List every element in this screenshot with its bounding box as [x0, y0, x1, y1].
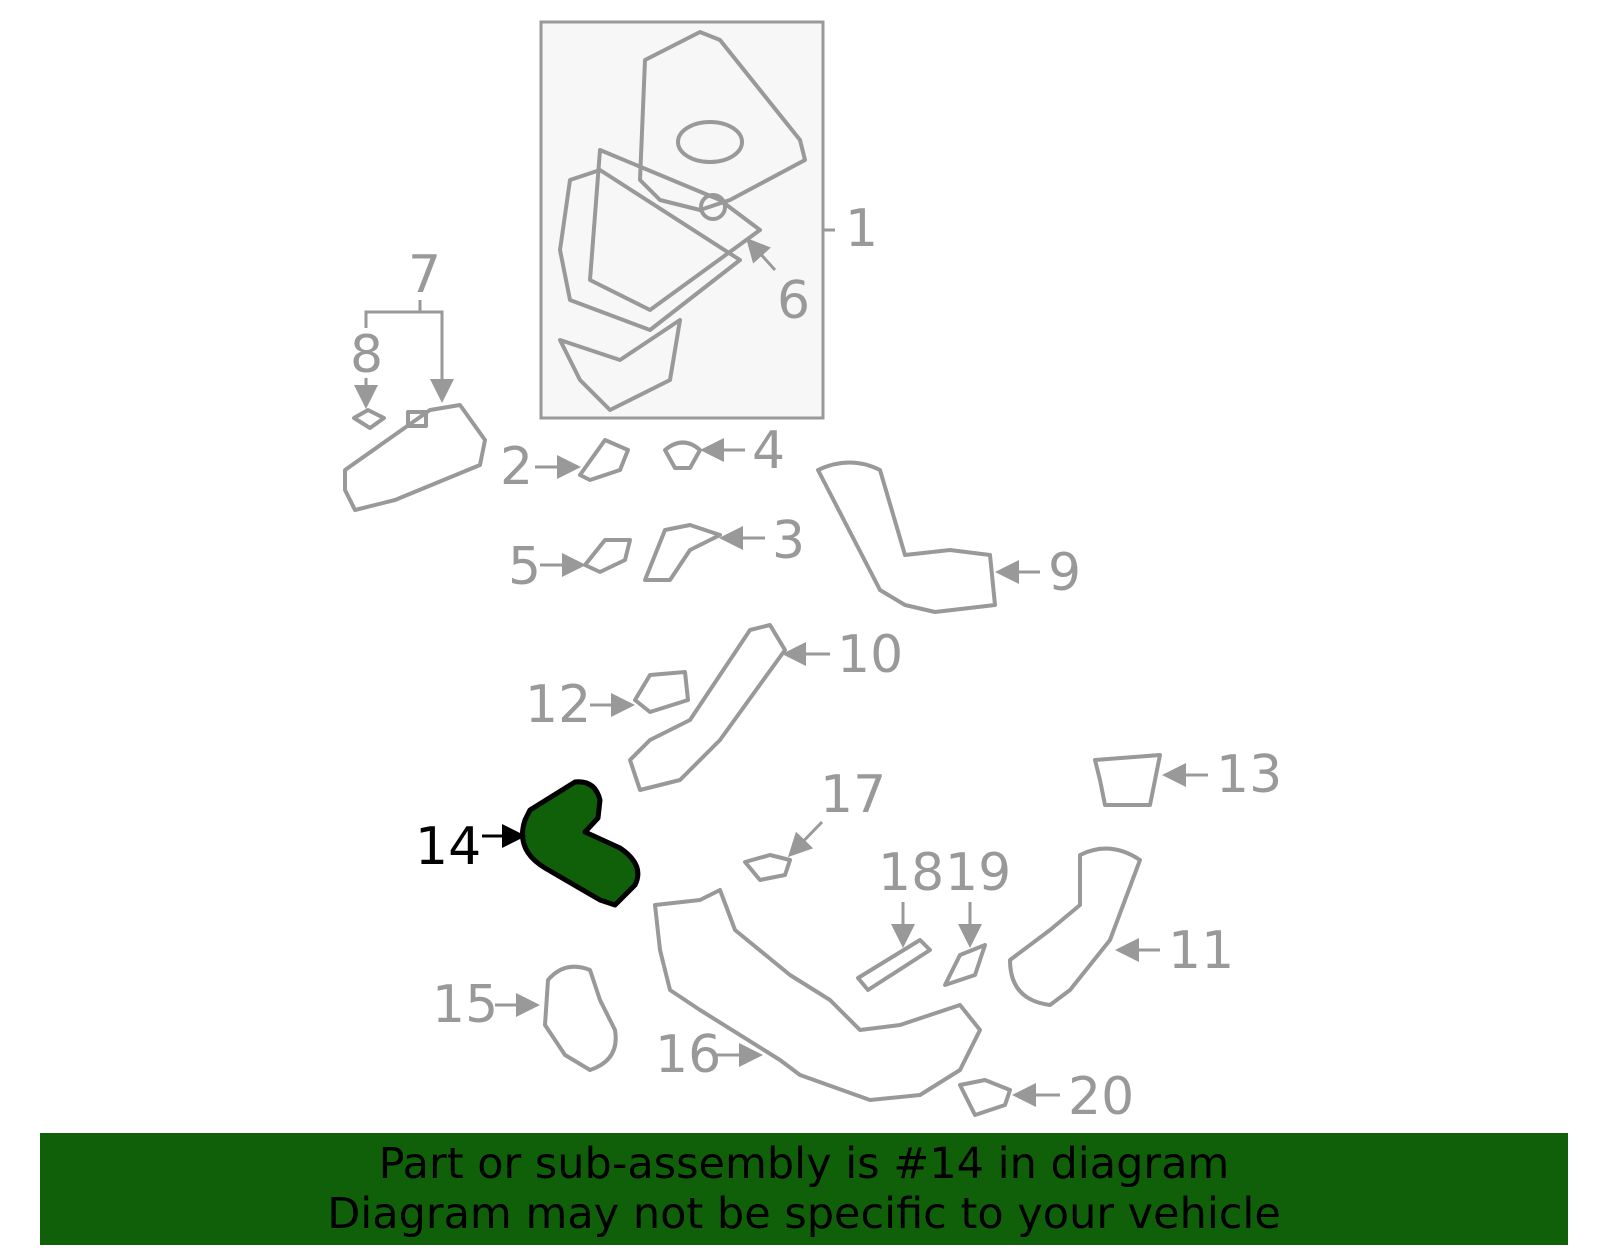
label-1: 1	[845, 199, 878, 259]
label-4: 4	[752, 421, 785, 481]
part-5-mount[interactable]	[583, 538, 632, 574]
part-15-hose[interactable]	[543, 964, 618, 1072]
label-3: 3	[772, 511, 805, 571]
label-12: 12	[525, 675, 591, 735]
label-19: 19	[945, 843, 1011, 903]
part-3-bracket[interactable]	[643, 523, 722, 582]
label-10: 10	[837, 625, 903, 685]
banner-line-1: Part or sub-assembly is #14 in diagram	[378, 1139, 1230, 1189]
part-7-duct[interactable]	[343, 300, 487, 512]
part-18-sensor[interactable]	[856, 938, 932, 992]
label-17: 17	[820, 765, 886, 825]
part-14-hose-highlighted[interactable]	[482, 779, 641, 908]
part-2-bracket[interactable]	[578, 438, 630, 482]
part-19-sensor[interactable]	[943, 943, 987, 987]
label-15: 15	[432, 975, 498, 1035]
label-5: 5	[508, 537, 541, 597]
part-10-pipe[interactable]	[628, 623, 787, 792]
label-7: 7	[408, 245, 441, 305]
part-13-clamp[interactable]	[1093, 753, 1162, 807]
air-cleaner-assembly[interactable]	[539, 20, 835, 420]
part-4-grommet[interactable]	[663, 440, 702, 470]
part-9-hose[interactable]	[816, 460, 997, 614]
part-12-bracket[interactable]	[633, 670, 690, 714]
info-banner: Part or sub-assembly is #14 in diagram D…	[40, 1133, 1568, 1245]
banner-line-2: Diagram may not be specific to your vehi…	[327, 1189, 1281, 1239]
label-2: 2	[500, 437, 533, 497]
label-6: 6	[777, 271, 810, 331]
part-20-bracket[interactable]	[958, 1078, 1012, 1117]
part-8-clip[interactable]	[352, 408, 386, 430]
label-20: 20	[1068, 1067, 1134, 1127]
part-11-hose[interactable]	[1008, 846, 1142, 1007]
part-17-sensor[interactable]	[743, 853, 792, 882]
label-8: 8	[350, 325, 383, 385]
part-16-pipe[interactable]	[653, 888, 982, 1102]
label-14: 14	[415, 817, 481, 877]
label-18: 18	[878, 843, 944, 903]
label-11: 11	[1168, 921, 1234, 981]
label-13: 13	[1216, 745, 1282, 805]
label-16: 16	[655, 1025, 721, 1085]
label-9: 9	[1048, 543, 1081, 603]
